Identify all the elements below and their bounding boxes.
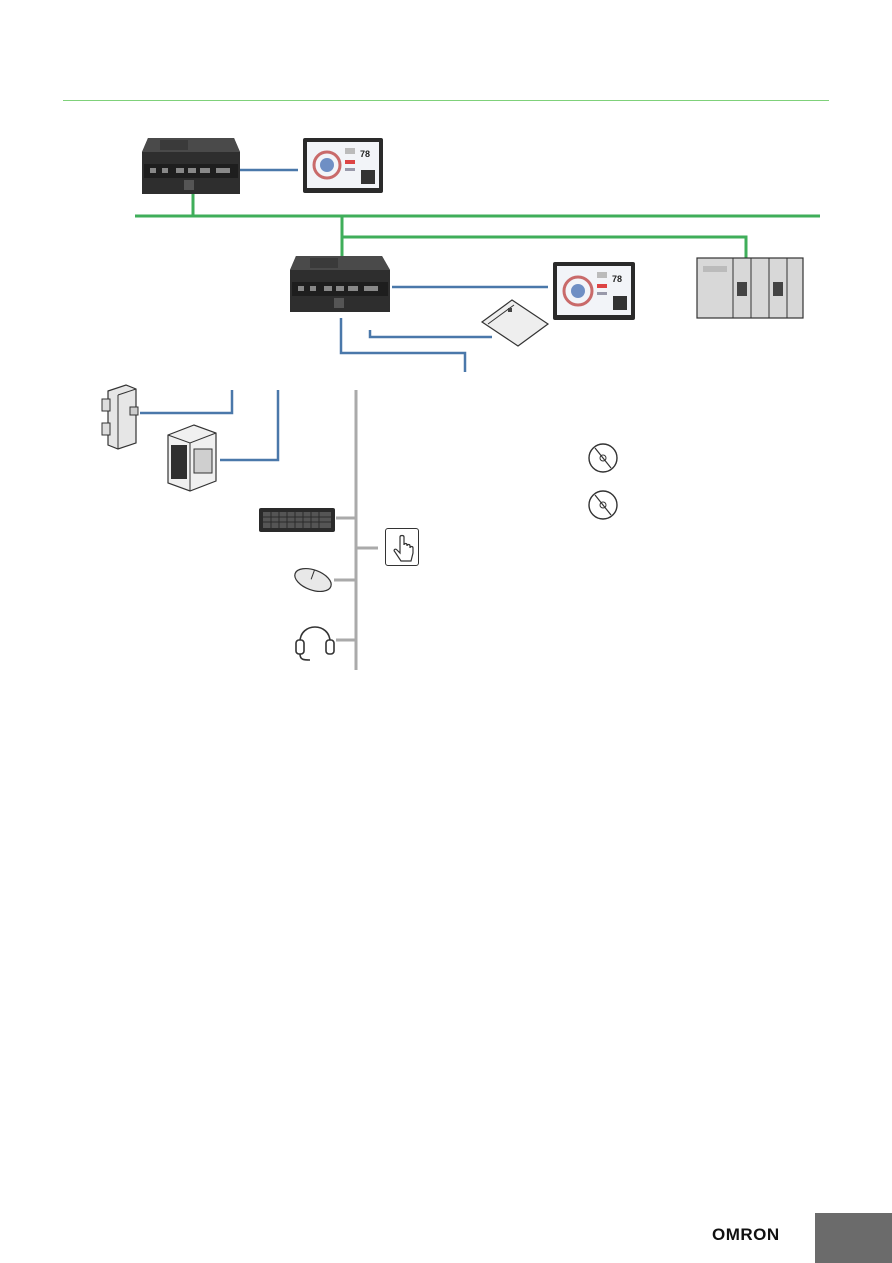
- usb-bus: [334, 390, 378, 670]
- io-unit-icon: [167, 424, 217, 492]
- pci-card-icon: [480, 299, 550, 347]
- ethernet-lines: [135, 193, 820, 260]
- svg-text:78: 78: [360, 149, 370, 159]
- box-pc-icon: [142, 138, 240, 194]
- plc-icon: [696, 257, 804, 319]
- box-pc-icon: [290, 256, 390, 312]
- network-diagram: 78 78: [101, 138, 820, 670]
- monitor-icon: 78: [553, 262, 635, 320]
- monitor-icon: 78: [303, 138, 383, 193]
- omron-logo: OMRON: [712, 1225, 780, 1244]
- mouse-icon: [294, 567, 332, 593]
- cable-lines: [140, 168, 548, 462]
- disc-icon: [588, 490, 618, 520]
- touch-hand-icon: [393, 534, 414, 562]
- disc-icon: [588, 443, 618, 473]
- keyboard-icon: [259, 508, 335, 532]
- din-module-icon: [101, 384, 139, 450]
- header-rule: [63, 100, 829, 101]
- touch-input-box: [385, 528, 419, 566]
- page-corner-tab: [815, 1213, 892, 1263]
- svg-text:78: 78: [612, 274, 622, 284]
- headset-icon: [295, 626, 335, 661]
